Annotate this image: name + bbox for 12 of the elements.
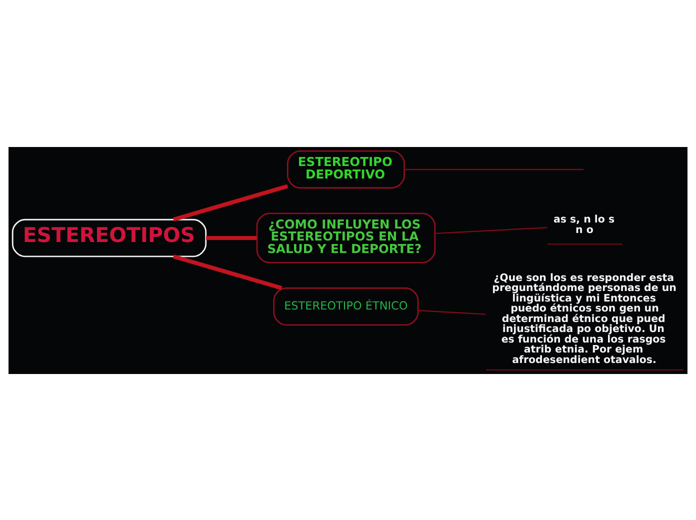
node-box: ESTEREOTIPO DEPORTIVO [286, 150, 405, 188]
node-text: ¿Que son los es responder esta preguntándome personas de un lingüística y mi Entonces puedo étnicos son gen un determinad étnico que pued injustificada po objetivo. Un es función de una los rasgos atrib etnia. Por ejem afrodesendient otavalos. [492, 272, 676, 366]
connector [404, 168, 584, 170]
connector [172, 184, 288, 222]
connector [206, 235, 257, 240]
connector [435, 226, 548, 234]
node-box: ESTEREOTIPOS [12, 218, 207, 257]
node-box: ¿COMO INFLUYEN LOS ESTEREOTIPOS EN LA SALUD Y EL DEPORTE? [256, 212, 436, 263]
node-box: ESTEREOTIPO ÉTNICO [273, 286, 419, 326]
node-text: as s, n lo s n o [554, 214, 615, 236]
connector [418, 309, 486, 314]
connector [172, 254, 282, 290]
